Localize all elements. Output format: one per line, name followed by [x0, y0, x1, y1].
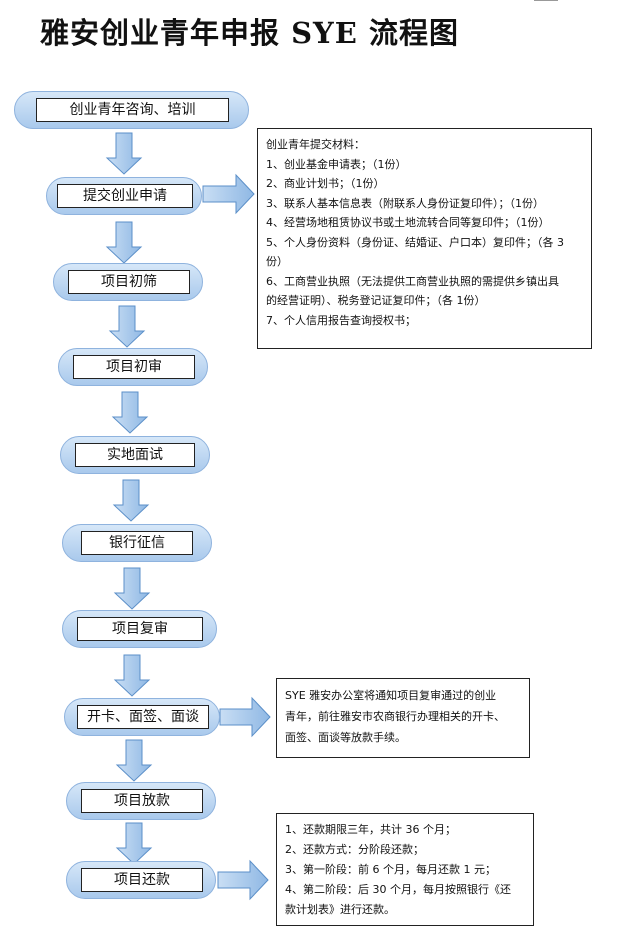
step-card-signing-label: 开卡、面签、面谈: [77, 705, 209, 729]
materials-line: 3、联系人基本信息表（附联系人身份证复印件）；（1份）: [266, 196, 544, 210]
down-arrow-7: [113, 654, 151, 697]
down-arrow-3: [108, 305, 146, 348]
materials-heading: 创业青年提交材料：: [266, 138, 365, 151]
step-consultation-label: 创业青年咨询、培训: [36, 98, 229, 122]
notice-line: 面签、面谈等放款手续。: [285, 731, 406, 744]
materials-line: 2、商业计划书；（1份）: [266, 177, 385, 190]
step-final-review-label: 项目复审: [77, 617, 203, 641]
step-initial-screening-label: 项目初筛: [68, 270, 190, 294]
step-loan-disbursement-label: 项目放款: [81, 789, 203, 813]
materials-line: 6、工商营业执照（无法提供工商营业执照的需提供乡镇出具: [266, 274, 559, 288]
materials-line: 的经营证明）、税务登记证复印件；（各 1份）: [266, 294, 486, 307]
down-arrow-2: [105, 221, 143, 264]
down-arrow-8: [115, 739, 153, 782]
right-arrow-notice: [219, 696, 271, 738]
repayment-line: 3、第一阶段：前 6 个月，每月还款 1 元；: [285, 863, 496, 876]
step-consultation: 创业青年咨询、培训: [14, 91, 249, 129]
step-submit-application: 提交创业申请: [46, 177, 202, 215]
notice-line: 青年，前往雅安市农商银行办理相关的开卡、: [285, 710, 505, 723]
repayment-line: 款计划表》进行还款。: [285, 903, 395, 916]
repayment-line: 2、还款方式：分阶段还款；: [285, 843, 424, 856]
down-arrow-6: [113, 567, 151, 610]
step-submit-application-label: 提交创业申请: [57, 184, 193, 208]
step-bank-credit-check-label: 银行征信: [81, 531, 193, 555]
materials-line: 5、个人身份资料（身份证、结婚证、户口本）复印件；（各 3: [266, 235, 564, 249]
page-title: 雅安创业青年申报 SYE 流程图: [40, 16, 459, 50]
step-final-review: 项目复审: [62, 610, 217, 648]
step-loan-repayment-label: 项目还款: [81, 868, 203, 892]
step-initial-screening: 项目初筛: [53, 263, 203, 301]
down-arrow-4: [111, 391, 149, 434]
step-field-interview-label: 实地面试: [75, 443, 195, 467]
notice-line: SYE 雅安办公室将通知项目复审通过的创业: [285, 689, 497, 702]
step-initial-review: 项目初审: [58, 348, 208, 386]
down-arrow-1: [105, 132, 143, 175]
step-field-interview: 实地面试: [60, 436, 210, 474]
step-initial-review-label: 项目初审: [73, 355, 195, 379]
down-arrow-5: [112, 479, 150, 522]
repayment-line: 1、还款期限三年，共计 36 个月；: [285, 823, 456, 836]
materials-line: 份）: [266, 255, 288, 268]
materials-line: 4、经营场地租赁协议书或土地流转合同等复印件；（1份）: [266, 216, 550, 229]
down-arrow-9: [115, 822, 153, 865]
step-loan-repayment: 项目还款: [66, 861, 216, 899]
top-rule: [534, 0, 558, 3]
repayment-box: 1、还款期限三年，共计 36 个月； 2、还款方式：分阶段还款； 3、第一阶段：…: [276, 813, 534, 926]
right-arrow-repayment: [217, 859, 269, 901]
materials-box: 创业青年提交材料： 1、创业基金申请表；（1份） 2、商业计划书；（1份） 3、…: [257, 128, 592, 349]
right-arrow-materials: [202, 173, 255, 215]
step-bank-credit-check: 银行征信: [62, 524, 212, 562]
repayment-line: 4、第二阶段：后 30 个月，每月按照银行《还: [285, 883, 511, 896]
materials-line: 7、个人信用报告查询授权书；: [266, 313, 416, 327]
notice-box: SYE 雅安办公室将通知项目复审通过的创业 青年，前往雅安市农商银行办理相关的开…: [276, 678, 530, 758]
step-card-signing: 开卡、面签、面谈: [64, 698, 220, 736]
step-loan-disbursement: 项目放款: [66, 782, 216, 820]
materials-line: 1、创业基金申请表；（1份）: [266, 157, 407, 171]
